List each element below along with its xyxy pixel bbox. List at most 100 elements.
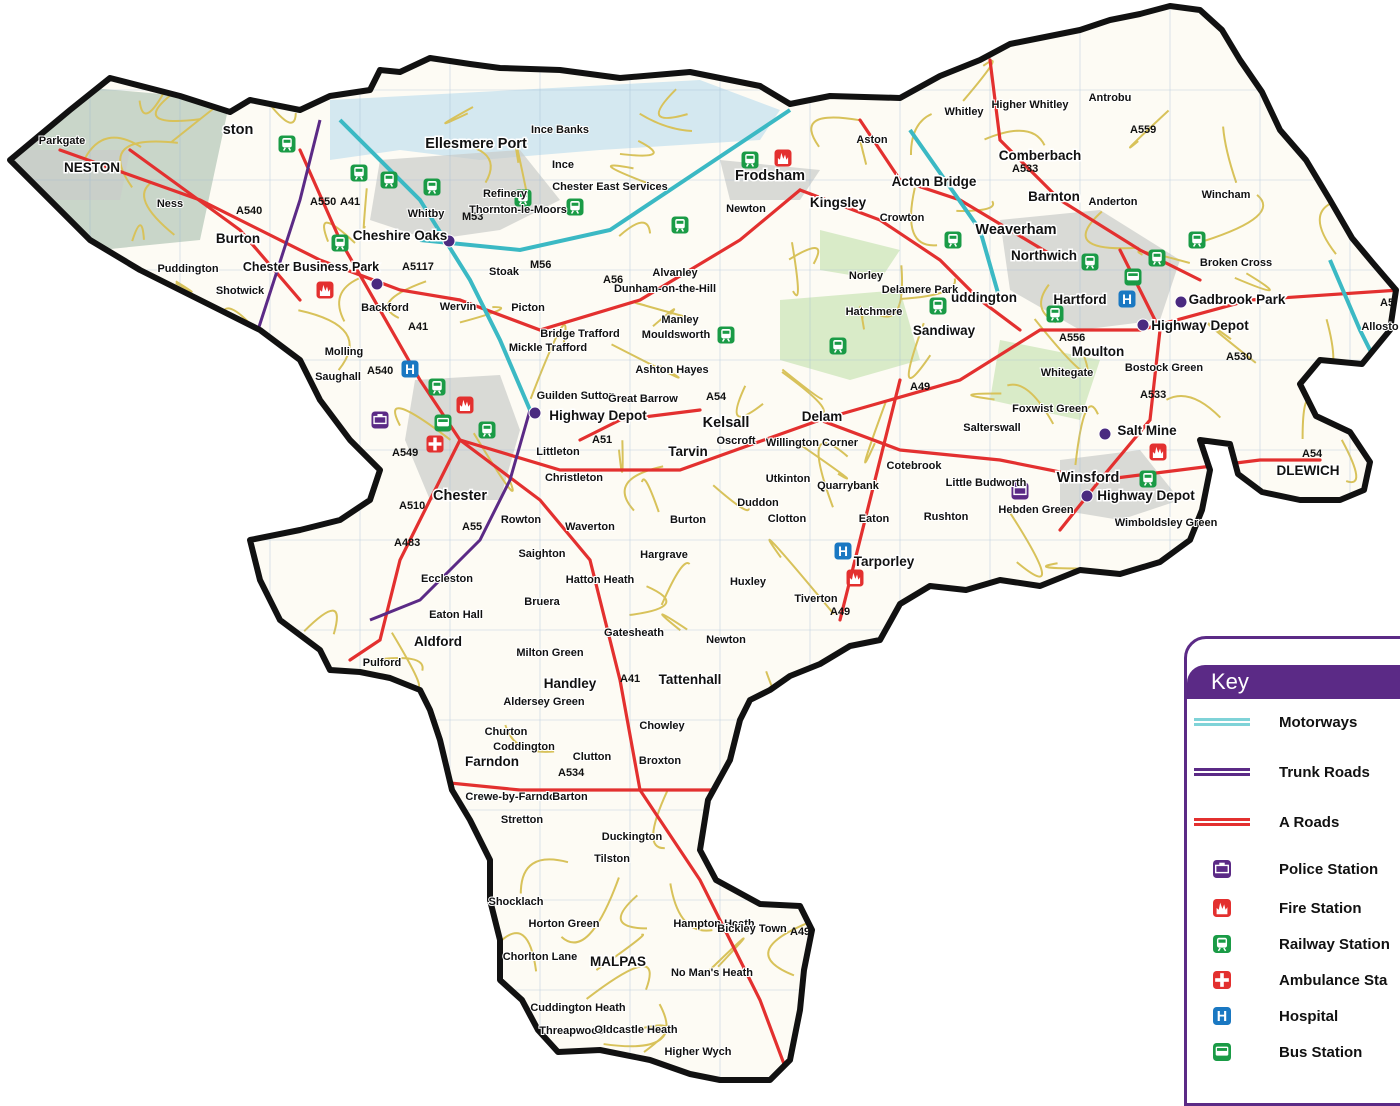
highway-depot-layer bbox=[370, 234, 1188, 503]
place-label-neston: NESTON bbox=[64, 160, 120, 175]
minor-road bbox=[1129, 109, 1170, 149]
place-label-whitley: Whitley bbox=[944, 106, 984, 118]
minor-road bbox=[444, 106, 474, 125]
road-label: A533 bbox=[1140, 389, 1166, 401]
road-label: A530 bbox=[1226, 351, 1252, 363]
place-label-bostock: Bostock Green bbox=[1125, 362, 1204, 374]
place-label-burton: Burton bbox=[216, 231, 260, 246]
minor-road bbox=[49, 800, 86, 858]
place-label-incebanks: Ince Banks bbox=[531, 124, 589, 136]
minor-road bbox=[367, 657, 424, 671]
aroad-symbol bbox=[1187, 818, 1257, 826]
minor-road bbox=[203, 398, 215, 433]
minor-road bbox=[817, 442, 849, 508]
minor-road bbox=[793, 439, 849, 480]
place-label-duddon: Duddon bbox=[737, 497, 779, 509]
place-label-kingsley: Kingsley bbox=[810, 195, 867, 210]
place-label-barnton: Barnton bbox=[1028, 189, 1080, 204]
bus-icon bbox=[434, 414, 452, 432]
road-label: A56 bbox=[603, 274, 623, 286]
minor-road bbox=[931, 616, 1010, 675]
minor-road bbox=[119, 955, 138, 1006]
minor-road bbox=[1112, 612, 1144, 678]
minor-road bbox=[603, 1003, 668, 1048]
minor-road bbox=[154, 94, 201, 123]
minor-road bbox=[172, 852, 216, 896]
place-label-hebden: Hebden Green bbox=[998, 504, 1073, 516]
minor-road bbox=[1044, 562, 1079, 570]
place-label-wervin: Wervin bbox=[440, 301, 477, 313]
svg-text:H: H bbox=[838, 544, 848, 559]
place-label-littleton: Littleton bbox=[536, 446, 580, 458]
place-label-moulton: Moulton bbox=[1072, 344, 1124, 359]
place-label-stoak: Stoak bbox=[489, 266, 520, 278]
place-label-newton2: Newton bbox=[706, 634, 746, 646]
minor-road bbox=[391, 830, 445, 878]
place-label-coddington: Coddington bbox=[493, 741, 555, 753]
fire-icon-key bbox=[1213, 899, 1231, 917]
highway-depot-marker bbox=[1174, 295, 1188, 309]
rail-icon bbox=[741, 151, 759, 169]
road-label: A49 bbox=[910, 381, 930, 393]
aroad-line-icon bbox=[1194, 818, 1250, 826]
place-label-bridgetrafford: Bridge Trafford bbox=[540, 328, 619, 340]
place-label-anderton: Anderton bbox=[1089, 196, 1138, 208]
place-label-tarvin: Tarvin bbox=[668, 444, 708, 459]
minor-road bbox=[965, 628, 982, 647]
minor-road bbox=[10, 1029, 40, 1080]
minor-road bbox=[669, 883, 713, 932]
key-item-label: Police Station bbox=[1279, 860, 1379, 878]
place-label-middlewich: DLEWICH bbox=[1277, 463, 1340, 478]
minor-road bbox=[225, 644, 274, 653]
road-label: A54 bbox=[1302, 448, 1323, 460]
minor-road bbox=[1034, 844, 1083, 875]
minor-road bbox=[1083, 976, 1103, 1022]
place-label-nomans: No Man's Heath bbox=[671, 967, 753, 979]
place-label-chesterbusiness: Chester Business Park bbox=[243, 260, 379, 274]
minor-road bbox=[459, 306, 503, 324]
minor-road bbox=[611, 343, 680, 379]
place-label-waverton: Waverton bbox=[565, 521, 615, 533]
minor-road bbox=[187, 794, 219, 861]
road-label: A559 bbox=[1130, 124, 1156, 136]
road-label: A55 bbox=[462, 521, 482, 533]
rail-icon bbox=[1139, 470, 1157, 488]
road-label: A41 bbox=[620, 673, 640, 685]
minor-road bbox=[956, 200, 995, 212]
minor-road bbox=[433, 141, 492, 184]
hospital-icon: H bbox=[1118, 290, 1136, 308]
minor-road bbox=[125, 285, 157, 343]
minor-road bbox=[105, 331, 111, 385]
minor-road bbox=[129, 650, 183, 725]
minor-road bbox=[629, 585, 668, 617]
place-label-hortongreen: Horton Green bbox=[529, 918, 600, 930]
rail-icon bbox=[671, 216, 689, 234]
minor-road bbox=[1028, 701, 1063, 754]
minor-road bbox=[619, 140, 655, 157]
svg-text:H: H bbox=[1217, 1009, 1227, 1025]
minor-road bbox=[639, 112, 693, 133]
minor-road bbox=[199, 756, 224, 795]
place-label-oldcastle: Oldcastle Heath bbox=[594, 1024, 677, 1036]
minor-road bbox=[909, 113, 933, 156]
place-label-farndon: Farndon bbox=[465, 754, 519, 769]
place-label-bickley: Bickley Town bbox=[717, 923, 787, 935]
minor-road bbox=[386, 280, 427, 319]
minor-road bbox=[130, 563, 179, 590]
minor-road bbox=[1196, 555, 1250, 602]
place-label-weaverham: Weaverham bbox=[975, 222, 1056, 238]
place-label-broken: Broken Cross bbox=[1200, 257, 1272, 269]
place-labels: NESTONParkgatestonNessBurtonPuddingtonSh… bbox=[38, 91, 1400, 1059]
minor-road bbox=[391, 632, 421, 689]
minor-road bbox=[618, 221, 652, 237]
place-label-hartford: Hartford bbox=[1053, 292, 1106, 307]
key-item-label: Railway Station bbox=[1279, 935, 1390, 953]
highway-depot-marker bbox=[528, 406, 542, 420]
key-item-trunk: Trunk Roads bbox=[1187, 757, 1370, 787]
bus-symbol bbox=[1187, 1043, 1257, 1061]
place-label-hattonheath: Hatton Heath bbox=[566, 574, 635, 586]
place-label-mickletrafford: Mickle Trafford bbox=[509, 342, 587, 354]
fire-symbol bbox=[1187, 899, 1257, 917]
minor-road bbox=[504, 724, 555, 753]
highway-depot-marker bbox=[442, 234, 456, 248]
